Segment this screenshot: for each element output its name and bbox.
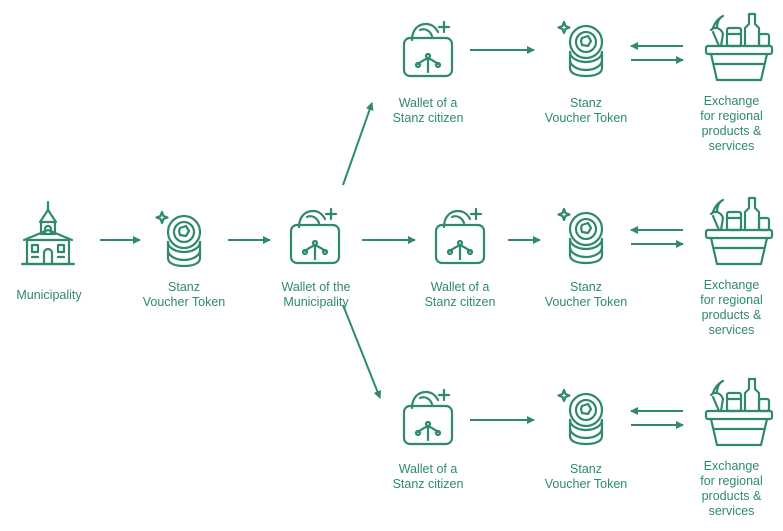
coin-stack-icon bbox=[557, 20, 604, 78]
arrow-wallet-to-citizen-3 bbox=[342, 304, 382, 399]
exchange-label-line2: for regional bbox=[700, 293, 763, 307]
exchange-label-line1: Exchange bbox=[703, 278, 760, 292]
arrow-wallet-to-citizen-1 bbox=[342, 102, 374, 186]
exchange-label-line4: services bbox=[708, 323, 755, 337]
citizen-token-label-line1: Stanz bbox=[570, 96, 602, 110]
exchange-label-line4: services bbox=[708, 139, 755, 153]
citizen-wallet-label-line1: Wallet of a bbox=[398, 96, 458, 110]
exchange-label-line1: Exchange bbox=[703, 459, 760, 473]
wallet-icon bbox=[402, 388, 454, 446]
coin-stack-icon bbox=[557, 388, 604, 446]
exchange-label-line3: products & bbox=[701, 124, 762, 138]
wallet-icon bbox=[402, 20, 454, 78]
wallet-icon bbox=[289, 207, 341, 265]
citizen-wallet-label-line2: Stanz citizen bbox=[392, 477, 464, 491]
basket-icon bbox=[704, 377, 774, 447]
exchange-label-line4: services bbox=[708, 504, 755, 518]
coin-stack-icon bbox=[557, 207, 604, 265]
citizen-wallet-label-line2: Stanz citizen bbox=[392, 111, 464, 125]
citizen-wallet-label-line2: Stanz citizen bbox=[424, 295, 496, 309]
exchange-label-line2: for regional bbox=[700, 474, 763, 488]
basket-icon bbox=[704, 12, 774, 82]
citizen-wallet-label-line1: Wallet of a bbox=[430, 280, 490, 294]
citizen-token-label-line2: Voucher Token bbox=[544, 111, 628, 125]
citizen-token-label-line1: Stanz bbox=[570, 462, 602, 476]
exchange-label-line1: Exchange bbox=[703, 94, 760, 108]
exchange-label-line3: products & bbox=[701, 489, 762, 503]
citizen-token-label-line1: Stanz bbox=[570, 280, 602, 294]
token-label-line1: Stanz bbox=[168, 280, 200, 294]
coin-stack-icon bbox=[155, 210, 202, 268]
exchange-label-line2: for regional bbox=[700, 109, 763, 123]
citizen-token-label-line2: Voucher Token bbox=[544, 295, 628, 309]
building-icon bbox=[20, 200, 76, 266]
wallet-municipality-label-line2: Municipality bbox=[283, 295, 349, 309]
wallet-icon bbox=[434, 207, 486, 265]
citizen-token-label-line2: Voucher Token bbox=[544, 477, 628, 491]
basket-icon bbox=[704, 196, 774, 266]
token-label-line2: Voucher Token bbox=[142, 295, 226, 309]
municipality-label: Municipality bbox=[16, 288, 82, 302]
citizen-wallet-label-line1: Wallet of a bbox=[398, 462, 458, 476]
wallet-municipality-label-line1: Wallet of the bbox=[281, 280, 351, 294]
exchange-label-line3: products & bbox=[701, 308, 762, 322]
